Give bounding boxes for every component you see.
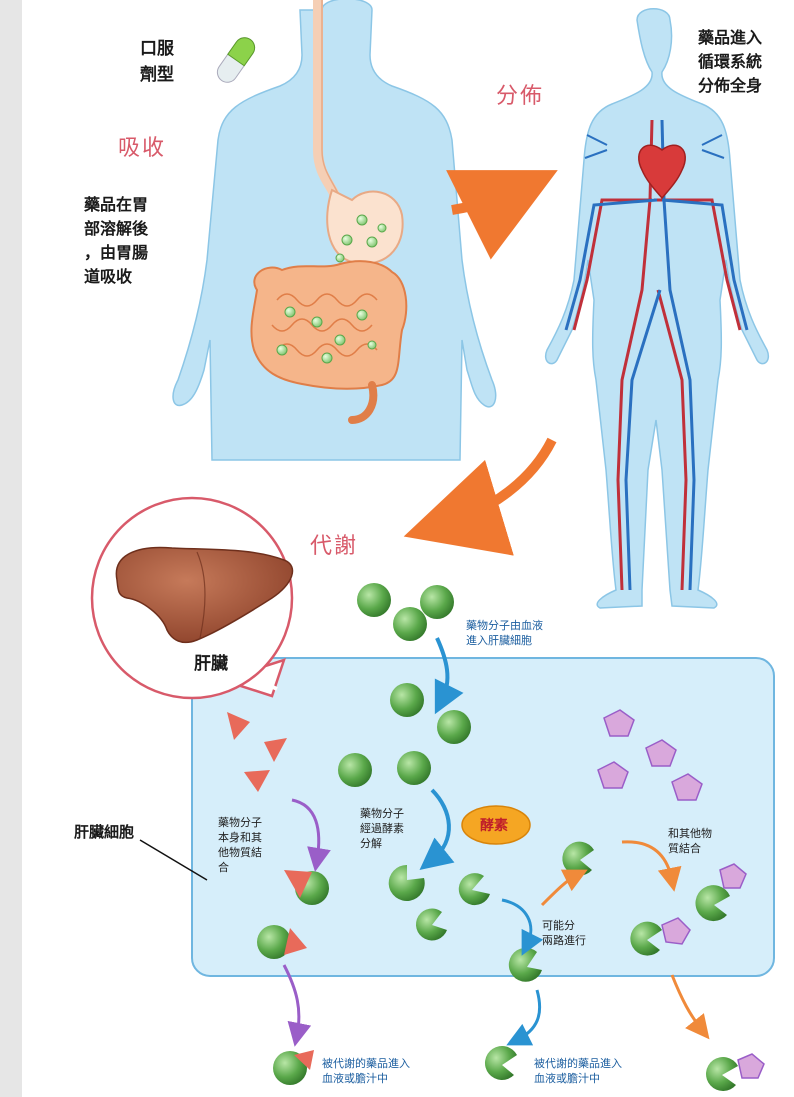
enzyme-label: 酵素 bbox=[480, 815, 508, 835]
distribution-body-figure bbox=[546, 9, 769, 608]
metabolized-right-text: 被代謝的藥品進入 血液或膽汁中 bbox=[534, 1056, 622, 1086]
metabolism-title: 代謝 bbox=[310, 528, 358, 560]
liver-label: 肝臟 bbox=[194, 652, 228, 676]
liver-cell-label: 肝臟細胞 bbox=[74, 820, 134, 844]
enzyme-breakdown-text: 藥物分子 經過酵素 分解 bbox=[360, 806, 404, 851]
binds-other-substances-text: 和其他物 質結合 bbox=[668, 826, 712, 856]
arrow-absorption-to-distribution bbox=[452, 188, 522, 210]
absorption-description: 藥品在胃 部溶解後 ，由胃腸 道吸收 bbox=[84, 193, 148, 289]
distribution-title: 分佈 bbox=[496, 78, 544, 110]
pharmacokinetics-illustration bbox=[22, 0, 794, 1097]
absorption-title: 吸收 bbox=[118, 130, 166, 162]
arrow-orange-exit bbox=[672, 975, 702, 1030]
two-pathways-text: 可能分 兩路進行 bbox=[542, 918, 586, 948]
metabolized-left-text: 被代謝的藥品進入 血液或膽汁中 bbox=[322, 1056, 410, 1086]
arrow-blue-exit bbox=[517, 990, 540, 1040]
diagram-canvas: 口服 劑型 吸收 藥品在胃 部溶解後 ，由胃腸 道吸收 分佈 藥品進入 循環系統… bbox=[22, 0, 794, 1097]
distribution-description: 藥品進入 循環系統 分佈全身 bbox=[698, 26, 762, 98]
liver-bubble bbox=[92, 498, 293, 698]
capsule-icon bbox=[213, 34, 258, 86]
drug-enters-liver-text: 藥物分子由血液 進入肝臟細胞 bbox=[466, 618, 543, 648]
drug-binds-other-text: 藥物分子 本身和其 他物質結 合 bbox=[218, 815, 262, 875]
oral-dosage-label: 口服 劑型 bbox=[140, 36, 174, 88]
